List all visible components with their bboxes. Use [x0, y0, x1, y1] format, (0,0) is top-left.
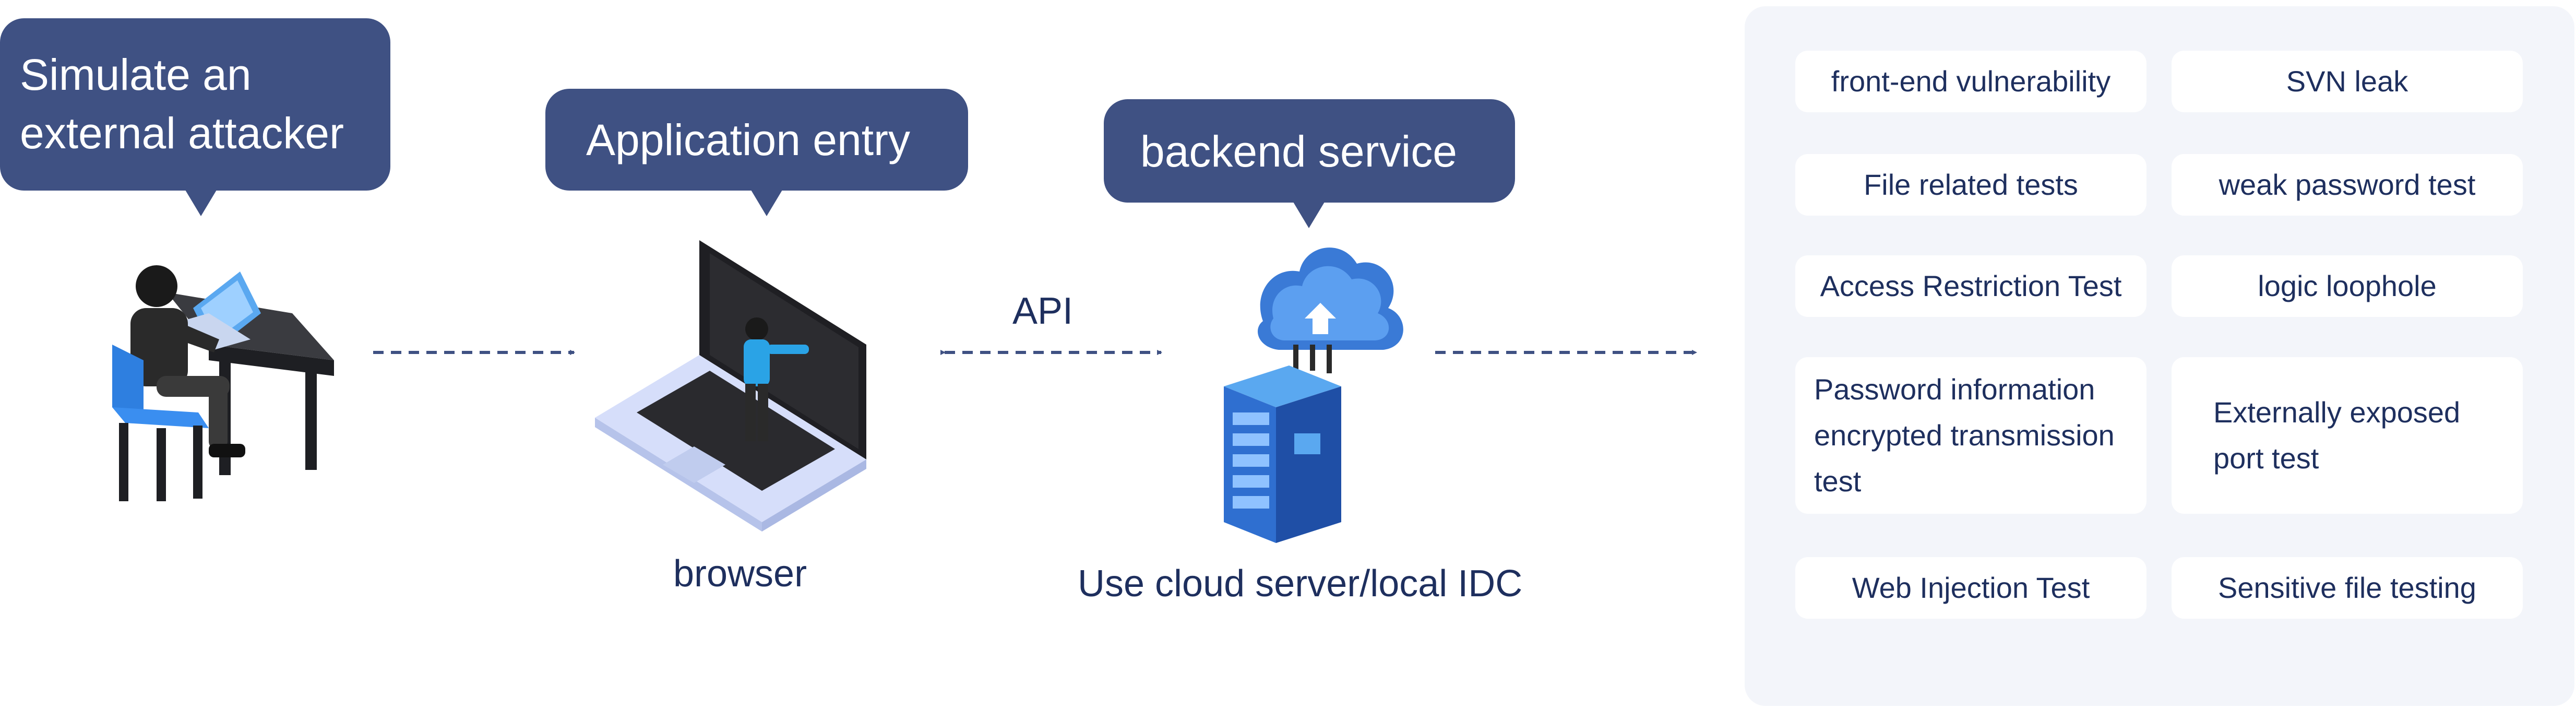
laptop-illustration: [595, 240, 866, 532]
cloud-server-illustration: [1224, 247, 1403, 543]
test-card-weak-password: weak password test: [2172, 154, 2523, 216]
test-card-exposed-port: Externally exposed port test: [2172, 357, 2523, 514]
api-label: API: [1012, 290, 1074, 332]
test-card-access-restriction: Access Restriction Test: [1795, 255, 2146, 317]
test-card-sensitive-file: Sensitive file testing: [2172, 557, 2523, 619]
test-card-svn-leak: SVN leak: [2172, 51, 2523, 112]
attacker-bubble-text: Simulate an external attacker: [20, 50, 344, 158]
application-entry-bubble-text: Application entry: [586, 115, 911, 164]
backend-service-bubble-text: backend service: [1140, 127, 1457, 176]
backend-service-bubble: backend service: [1104, 99, 1515, 228]
test-card-logic-loophole: logic loophole: [2172, 255, 2523, 317]
browser-label: browser: [673, 553, 807, 595]
application-entry-bubble: Application entry: [545, 89, 968, 216]
server-label: Use cloud server/local IDC: [1078, 563, 1523, 605]
attacker-illustration: [112, 265, 334, 501]
test-card-password-encryption: Password information encrypted transmiss…: [1795, 357, 2146, 514]
attacker-bubble: Simulate an external attacker: [0, 18, 390, 216]
test-card-front-end-vulnerability: front-end vulnerability: [1795, 51, 2146, 112]
test-card-web-injection: Web Injection Test: [1795, 557, 2146, 619]
test-card-file-related: File related tests: [1795, 154, 2146, 216]
tests-panel: front-end vulnerability SVN leak File re…: [1745, 6, 2574, 706]
